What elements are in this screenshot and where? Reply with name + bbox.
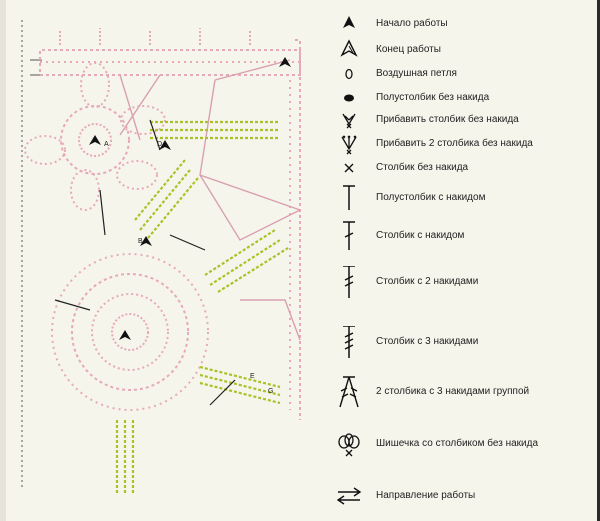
marker-label: D: [157, 141, 162, 148]
legend-row-sc: Столбик без накида: [330, 156, 600, 180]
direction-arrows-icon: [336, 487, 362, 505]
grid-frame: [21, 20, 42, 490]
double-crochet-icon: [343, 221, 355, 250]
legend-row-end: Конец работы: [330, 38, 600, 62]
slip-stitch-icon: [344, 94, 354, 102]
legend-label: Полустолбик с накидом: [376, 192, 486, 203]
legend-row-increase-sc: Прибавить столбик без накида: [330, 108, 600, 132]
legend-row-dtr: Столбик с 3 накидами: [330, 326, 600, 358]
treble-crochet-icon: [343, 266, 355, 298]
legend-label: Полустолбик без накида: [376, 92, 490, 103]
half-double-crochet-icon: [343, 185, 355, 210]
increase-2sc-icon: [341, 135, 357, 155]
legend-label: Шишечка со столбиком без накида: [376, 438, 539, 449]
pink-flower: [24, 62, 166, 211]
legend-row-tr: Столбик с 2 накидами: [330, 266, 600, 298]
legend-label: Направление работы: [376, 490, 476, 501]
marker-label: G: [268, 388, 273, 395]
leaf-top: [150, 120, 280, 140]
stems: [54, 119, 236, 406]
legend-row-slip: Полустолбик без накида: [330, 86, 600, 110]
top-lattice-border: [39, 28, 301, 420]
legend-row-start: Начало работы: [330, 12, 600, 36]
legend-row-puff: Шишечка со столбиком без накида: [330, 432, 600, 457]
legend-row-cluster: 2 столбика с 3 накидами группой: [330, 376, 600, 408]
legend-row-hdc: Полустолбик с накидом: [330, 185, 600, 210]
leaf-bottom-right: [199, 365, 281, 405]
green-leaves: [115, 120, 289, 495]
chain-loop-icon: [345, 68, 353, 80]
marker-labels: A D B E G: [104, 141, 273, 395]
marker-label: A: [104, 141, 109, 148]
pink-circle-medallion: [51, 253, 209, 411]
cluster-2dtr-icon: [339, 376, 359, 408]
legend-label: Столбик без накида: [376, 162, 469, 173]
legend-row-increase-2sc: Прибавить 2 столбика без накида: [330, 132, 600, 156]
legend-row-chain: Воздушная петля: [330, 62, 600, 86]
double-treble-crochet-icon: [343, 326, 355, 358]
leaf-bottom: [115, 420, 135, 495]
legend-label: Столбик с 3 накидами: [376, 336, 479, 347]
increase-sc-icon: [342, 113, 356, 129]
legend-label: Столбик с накидом: [376, 230, 465, 241]
end-arrow-icon: [340, 39, 358, 57]
crochet-diagram: A D B E G: [21, 20, 301, 495]
leaf-left: [134, 159, 199, 239]
single-crochet-icon: [344, 163, 354, 173]
legend-label: Начало работы: [376, 18, 448, 29]
legend: Начало работы Конец работы Воздушная пет…: [330, 0, 600, 521]
legend-row-direction: Направление работы: [330, 484, 600, 508]
page-gutter: [0, 0, 6, 521]
leaf-middle: [204, 229, 289, 293]
legend-label: Конец работы: [376, 44, 441, 55]
legend-row-dc: Столбик с накидом: [330, 221, 600, 250]
page-edge: [597, 0, 600, 521]
marker-label: B: [138, 238, 143, 245]
legend-label: 2 столбика с 3 накидами группой: [376, 386, 530, 397]
marker-label: E: [250, 373, 255, 380]
legend-label: Воздушная петля: [376, 68, 457, 79]
legend-label: Прибавить 2 столбика без накида: [376, 138, 533, 149]
legend-label: Прибавить столбик без накида: [376, 114, 519, 125]
start-arrow-icon: [343, 16, 355, 28]
puff-stitch-icon: [338, 433, 360, 457]
pink-net-lines: [119, 59, 301, 341]
start-markers: [89, 57, 291, 340]
legend-label: Столбик с 2 накидами: [376, 276, 479, 287]
